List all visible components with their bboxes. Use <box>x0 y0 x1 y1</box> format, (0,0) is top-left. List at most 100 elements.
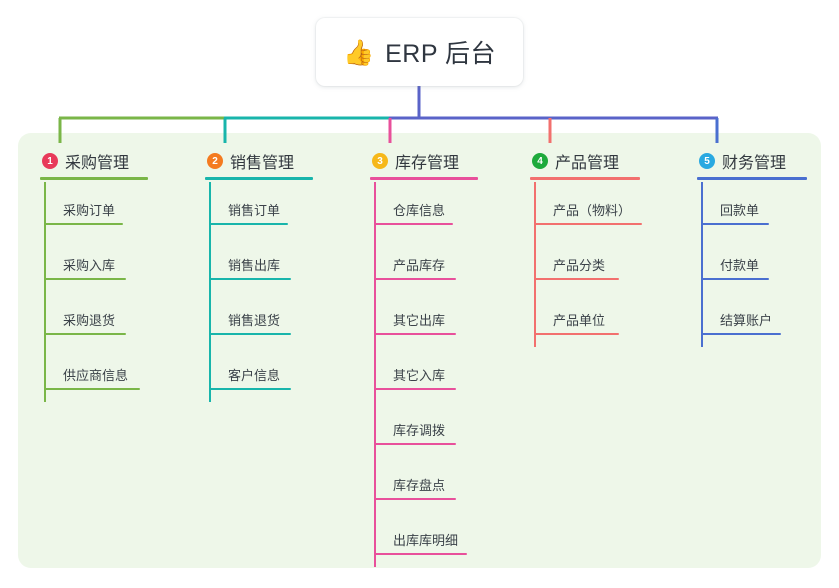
branch-title: 库存管理 <box>395 155 460 172</box>
leaf-label: 客户信息 <box>228 368 281 383</box>
leaf-label: 库存调拨 <box>393 423 446 438</box>
leaf-node[interactable]: 销售退货 <box>205 292 294 347</box>
leaf-list: 产品（物料） 产品分类产品单位 <box>530 182 642 347</box>
leaf-label: 回款单 <box>720 203 760 218</box>
branch-badge-1: 1 <box>42 153 58 169</box>
leaf-node[interactable]: 产品单位 <box>530 292 619 347</box>
branch-underline <box>205 177 313 180</box>
leaf-underline <box>534 223 642 225</box>
leaf-label: 采购入库 <box>63 258 116 273</box>
leaf-node[interactable]: 其它入库 <box>370 347 459 402</box>
leaf-label: 采购订单 <box>63 203 116 218</box>
leaf-list: 回款单付款单结算账户 <box>697 182 786 347</box>
branch-underline <box>40 177 148 180</box>
leaf-node[interactable]: 销售订单 <box>205 182 294 237</box>
leaf-list: 销售订单销售出库销售退货客户信息 <box>205 182 294 402</box>
leaf-list: 仓库信息产品库存其它出库其它入库库存调拨库存盘点出库库明细 <box>370 182 467 567</box>
leaf-label: 其它入库 <box>393 368 446 383</box>
leaf-underline <box>374 553 467 555</box>
leaf-node[interactable]: 采购退货 <box>40 292 129 347</box>
leaf-node[interactable]: 客户信息 <box>205 347 294 402</box>
branch-header-1[interactable]: 1 采购管理 <box>40 146 148 180</box>
leaf-underline <box>374 223 453 225</box>
branch-5[interactable]: 5 财务管理回款单付款单结算账户 <box>697 146 807 347</box>
branch-spine <box>209 182 211 402</box>
branch-header-3[interactable]: 3 库存管理 <box>370 146 478 180</box>
branch-underline <box>370 177 478 180</box>
leaf-label: 销售订单 <box>228 203 281 218</box>
leaf-label: 采购退货 <box>63 313 116 328</box>
branch-spine <box>374 182 376 567</box>
leaf-label: 出库库明细 <box>393 533 459 548</box>
branch-badge-2: 2 <box>207 153 223 169</box>
leaf-label: 产品库存 <box>393 258 446 273</box>
leaf-underline <box>209 388 291 390</box>
branch-spine <box>44 182 46 402</box>
leaf-label: 销售出库 <box>228 258 281 273</box>
leaf-underline <box>209 278 291 280</box>
leaf-node[interactable]: 采购订单 <box>40 182 129 237</box>
leaf-underline <box>701 223 769 225</box>
leaf-underline <box>209 223 288 225</box>
leaf-label: 库存盘点 <box>393 478 446 493</box>
leaf-node[interactable]: 库存盘点 <box>370 457 459 512</box>
leaf-node[interactable]: 其它出库 <box>370 292 459 347</box>
leaf-node[interactable]: 出库库明细 <box>370 512 467 567</box>
root-node-title: ERP 后台 <box>385 40 497 68</box>
leaf-list: 采购订单采购入库采购退货供应商信息 <box>40 182 140 402</box>
branch-1[interactable]: 1 采购管理采购订单采购入库采购退货供应商信息 <box>40 146 148 402</box>
branch-2[interactable]: 2 销售管理销售订单销售出库销售退货客户信息 <box>205 146 313 402</box>
leaf-underline <box>701 333 781 335</box>
branch-title: 销售管理 <box>230 155 295 172</box>
leaf-underline <box>209 333 291 335</box>
leaf-underline <box>374 443 456 445</box>
leaf-node[interactable]: 回款单 <box>697 182 786 237</box>
branch-3[interactable]: 3 库存管理仓库信息产品库存其它出库其它入库库存调拨库存盘点出库库明细 <box>370 146 478 567</box>
leaf-label: 仓库信息 <box>393 203 446 218</box>
branch-spine <box>534 182 536 347</box>
leaf-node[interactable]: 供应商信息 <box>40 347 140 402</box>
leaf-underline <box>534 333 619 335</box>
branch-badge-5: 5 <box>699 153 715 169</box>
leaf-node[interactable]: 产品库存 <box>370 237 459 292</box>
leaf-underline <box>374 278 456 280</box>
leaf-underline <box>44 333 126 335</box>
thumbs-up-icon: 👍 <box>342 37 375 67</box>
leaf-underline <box>44 223 123 225</box>
branch-header-5[interactable]: 5 财务管理 <box>697 146 807 180</box>
leaf-label: 产品单位 <box>553 313 606 328</box>
branch-title: 采购管理 <box>65 155 130 172</box>
branch-underline <box>697 177 807 180</box>
leaf-label: 产品分类 <box>553 258 606 273</box>
leaf-node[interactable]: 产品（物料） <box>530 182 642 237</box>
leaf-underline <box>374 388 456 390</box>
leaf-node[interactable]: 产品分类 <box>530 237 619 292</box>
branch-badge-4: 4 <box>532 153 548 169</box>
leaf-node[interactable]: 结算账户 <box>697 292 786 347</box>
leaf-label: 产品（物料） <box>553 203 632 218</box>
root-node[interactable]: 👍 ERP 后台 <box>316 18 523 86</box>
leaf-underline <box>44 388 140 390</box>
leaf-node[interactable]: 仓库信息 <box>370 182 459 237</box>
branch-underline <box>530 177 640 180</box>
leaf-node[interactable]: 销售出库 <box>205 237 294 292</box>
leaf-node[interactable]: 库存调拨 <box>370 402 459 457</box>
branch-title: 产品管理 <box>555 155 620 172</box>
leaf-underline <box>534 278 619 280</box>
branch-header-4[interactable]: 4 产品管理 <box>530 146 640 180</box>
leaf-label: 结算账户 <box>720 313 773 328</box>
branch-4[interactable]: 4 产品管理产品（物料） 产品分类产品单位 <box>530 146 642 347</box>
branch-header-2[interactable]: 2 销售管理 <box>205 146 313 180</box>
leaf-underline <box>374 333 456 335</box>
branch-title: 财务管理 <box>722 155 787 172</box>
leaf-underline <box>44 278 126 280</box>
leaf-label: 付款单 <box>720 258 760 273</box>
leaf-label: 供应商信息 <box>63 368 129 383</box>
branch-spine <box>701 182 703 347</box>
branch-badge-3: 3 <box>372 153 388 169</box>
diagram-panel <box>18 133 821 568</box>
leaf-node[interactable]: 采购入库 <box>40 237 129 292</box>
leaf-underline <box>701 278 769 280</box>
leaf-node[interactable]: 付款单 <box>697 237 786 292</box>
